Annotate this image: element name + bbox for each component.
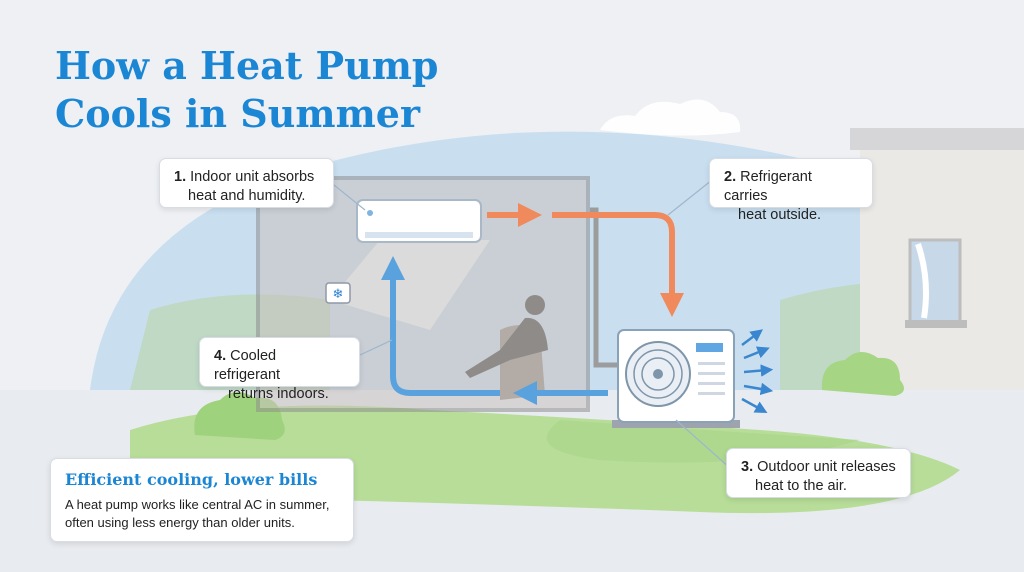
refrigerant-line [590,207,620,368]
step-text-line-1: Refrigerant carries [724,169,812,204]
indoor-unit [356,199,482,243]
step-text-line-1: Outdoor unit releases [757,459,896,475]
title-line-2: Cools in Summer [55,91,420,136]
page-title: How a Heat Pump Cools in Summer [55,42,439,138]
info-text-line-2: often using less energy than older units… [65,515,295,530]
step-1-callout: 1. Indoor unit absorbs heat and humidity… [159,158,334,208]
title-line-1: How a Heat Pump [55,43,439,88]
heat-release-arrows [741,329,774,414]
person-body [465,317,548,378]
step-text-line-2: heat to the air. [755,478,847,494]
step-text-line-1: Cooled refrigerant [214,348,281,383]
step-number: 4. [214,348,227,364]
snowflake-icon: ❄ [333,287,344,302]
shrub-right [821,351,904,396]
house [850,128,1024,400]
info-heading: Efficient cooling, lower bills [65,470,318,489]
info-box: Efficient cooling, lower bills A heat pu… [50,458,354,542]
step-text-line-1: Indoor unit absorbs [190,169,315,185]
step-text-line-2: heat outside. [738,207,822,223]
step-number: 3. [741,459,754,475]
info-text-line-1: A heat pump works like central AC in sum… [65,497,330,512]
step-3-callout: 3. Outdoor unit releases heat to the air… [726,448,911,498]
hot-flow-arrow-2 [552,212,684,317]
step-text-line-2: returns indoors. [228,386,329,402]
cool-flow-arrow-2 [381,256,500,396]
step-2-callout: 2. Refrigerant carries heat outside. [709,158,873,223]
step-4-callout: 4. Cooled refrigerant returns indoors. [199,337,360,402]
person-head [525,295,545,315]
callout-leaders [333,179,731,469]
outdoor-unit [612,329,740,428]
info-text: A heat pump works like central AC in sum… [65,496,339,532]
step-number: 2. [724,169,737,185]
cloud [600,99,741,136]
thermostat: ❄ [325,282,351,304]
step-number: 1. [174,169,187,185]
step-text-line-2: heat and humidity. [188,188,306,204]
